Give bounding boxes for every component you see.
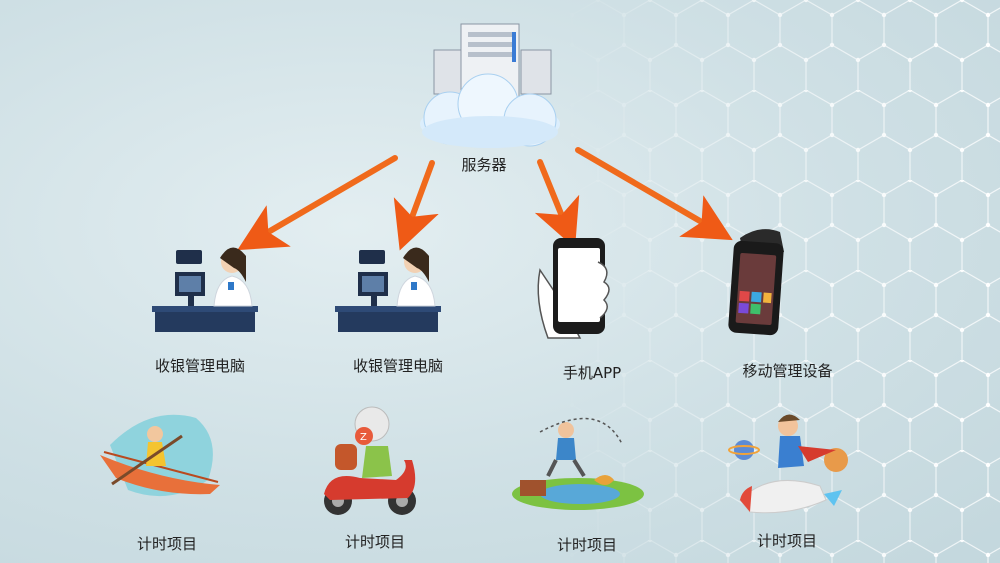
- device-label-1: 收银管理电脑: [154, 357, 245, 375]
- svg-text:Z: Z: [360, 432, 367, 443]
- arrow-to-pos: [575, 147, 733, 241]
- arrow-to-computer-1: [237, 155, 398, 251]
- project-label-1: 计时项目: [136, 535, 197, 553]
- server-label: 服务器: [461, 156, 507, 174]
- project-label-4: 计时项目: [756, 532, 817, 550]
- device-label-2: 收银管理电脑: [352, 357, 443, 375]
- device-label-3: 手机APP: [562, 364, 622, 382]
- project-label-3: 计时项目: [556, 536, 617, 554]
- device-label-4: 移动管理设备: [742, 362, 833, 380]
- project-label-2: 计时项目: [344, 533, 405, 551]
- arrow-to-phone: [534, 159, 580, 249]
- arrow-to-computer-2: [393, 160, 439, 251]
